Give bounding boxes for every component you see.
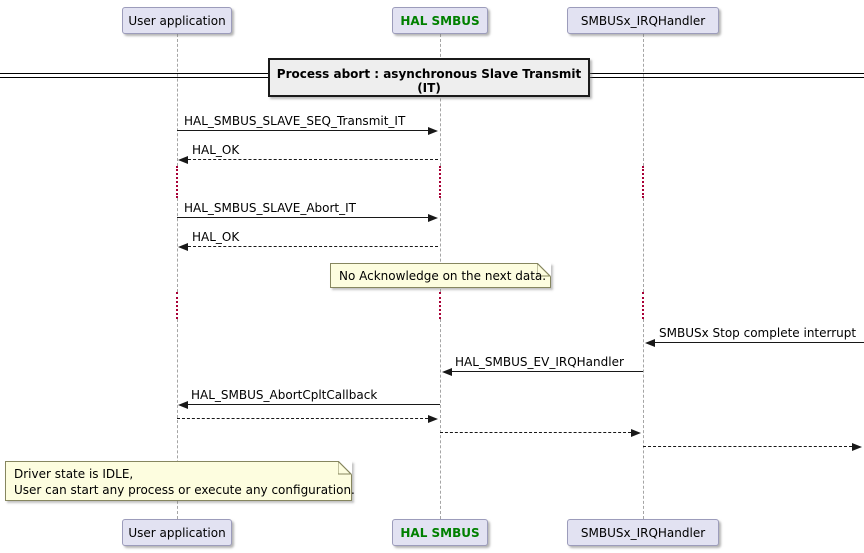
participant-label: User application (128, 13, 226, 28)
participant-bottom-hal-smbus: HAL SMBUS (392, 519, 488, 546)
message-hal-smbus-slave-seq-transmit-it: HAL_SMBUS_SLAVE_SEQ_Transmit_IT (177, 114, 438, 136)
message-hal-ok-1: HAL_OK (178, 143, 438, 165)
lifeline-delay (176, 166, 178, 198)
message-line (643, 446, 852, 447)
arrowhead-right-icon (631, 428, 641, 437)
message-return-to-outside (643, 442, 862, 452)
arrowhead-left-icon (645, 338, 655, 347)
note-text: No Acknowledge on the next data. (339, 269, 547, 283)
note-text-line: Driver state is IDLE, (14, 467, 134, 481)
lifeline-user-application (176, 319, 178, 519)
message-line (177, 130, 428, 131)
message-label: HAL_SMBUS_AbortCpltCallback (191, 388, 378, 402)
participant-bottom-user-application: User application (122, 519, 232, 546)
participant-top-hal-smbus: HAL SMBUS (392, 7, 488, 34)
message-line (655, 342, 864, 343)
message-label: HAL_SMBUS_EV_IRQHandler (455, 355, 624, 369)
message-line (188, 246, 438, 247)
arrowhead-right-icon (852, 442, 862, 451)
arrowhead-right-icon (428, 213, 438, 222)
participant-label: SMBUSx_IRQHandler (580, 13, 706, 28)
message-label: SMBUSx Stop complete interrupt (659, 326, 857, 340)
sequence-title: Process abort : asynchronous Slave Trans… (268, 58, 590, 97)
arrowhead-left-icon (178, 400, 188, 409)
message-line (188, 159, 438, 160)
lifeline-user-application (176, 34, 178, 166)
note-text: Driver state is IDLE, User can start any… (6, 462, 355, 501)
message-smbusx-stop-complete-interrupt: SMBUSx Stop complete interrupt (645, 326, 864, 348)
message-hal-ok-2: HAL_OK (178, 230, 438, 252)
lifeline-hal-smbus (439, 319, 441, 519)
message-line (177, 418, 428, 419)
participant-label: SMBUSx_IRQHandler (580, 525, 706, 540)
arrowhead-right-icon (428, 126, 438, 135)
participant-top-user-application: User application (122, 7, 232, 34)
note-driver-state-idle: Driver state is IDLE, User can start any… (5, 461, 355, 501)
lifeline-delay (439, 292, 441, 319)
participant-bottom-smbusx-irqhandler: SMBUSx_IRQHandler (567, 519, 719, 546)
lifeline-delay (642, 166, 644, 198)
message-label: HAL_SMBUS_SLAVE_SEQ_Transmit_IT (184, 114, 406, 128)
arrowhead-left-icon (442, 367, 452, 376)
message-hal-smbus-abortcpltcallback: HAL_SMBUS_AbortCpltCallback (178, 388, 440, 410)
note-fold-icon (338, 461, 352, 475)
lifeline-user-application (176, 198, 178, 292)
lifeline-smbusx-irqhandler (642, 319, 644, 519)
participant-label: User application (128, 525, 226, 540)
message-label: HAL_SMBUS_SLAVE_Abort_IT (184, 201, 357, 215)
lifeline-delay (439, 166, 441, 198)
message-line (177, 217, 428, 218)
message-hal-smbus-slave-abort-it: HAL_SMBUS_SLAVE_Abort_IT (177, 201, 438, 223)
lifeline-delay (176, 292, 178, 319)
lifeline-hal-smbus (439, 198, 441, 292)
lifeline-smbusx-irqhandler (642, 34, 644, 166)
lifeline-smbusx-irqhandler (642, 198, 644, 292)
message-line (452, 371, 643, 372)
lifeline-delay (642, 292, 644, 319)
message-label: HAL_OK (192, 230, 240, 244)
message-hal-smbus-ev-irqhandler: HAL_SMBUS_EV_IRQHandler (442, 355, 643, 377)
message-return-to-hal-smbus (177, 414, 438, 424)
message-return-to-smbusx-irqhandler (440, 428, 641, 438)
participant-label: HAL SMBUS (400, 13, 480, 28)
participant-label: HAL SMBUS (400, 525, 480, 540)
message-label: HAL_OK (192, 143, 240, 157)
arrowhead-left-icon (178, 242, 188, 251)
message-line (440, 432, 631, 433)
arrowhead-right-icon (428, 414, 438, 423)
note-fold-icon (537, 263, 551, 277)
arrowhead-left-icon (178, 155, 188, 164)
message-line (188, 404, 440, 405)
note-no-acknowledge: No Acknowledge on the next data. (330, 263, 551, 288)
participant-top-smbusx-irqhandler: SMBUSx_IRQHandler (567, 7, 719, 34)
note-text-line: User can start any process or execute an… (14, 483, 355, 497)
lifeline-hal-smbus (439, 34, 441, 166)
